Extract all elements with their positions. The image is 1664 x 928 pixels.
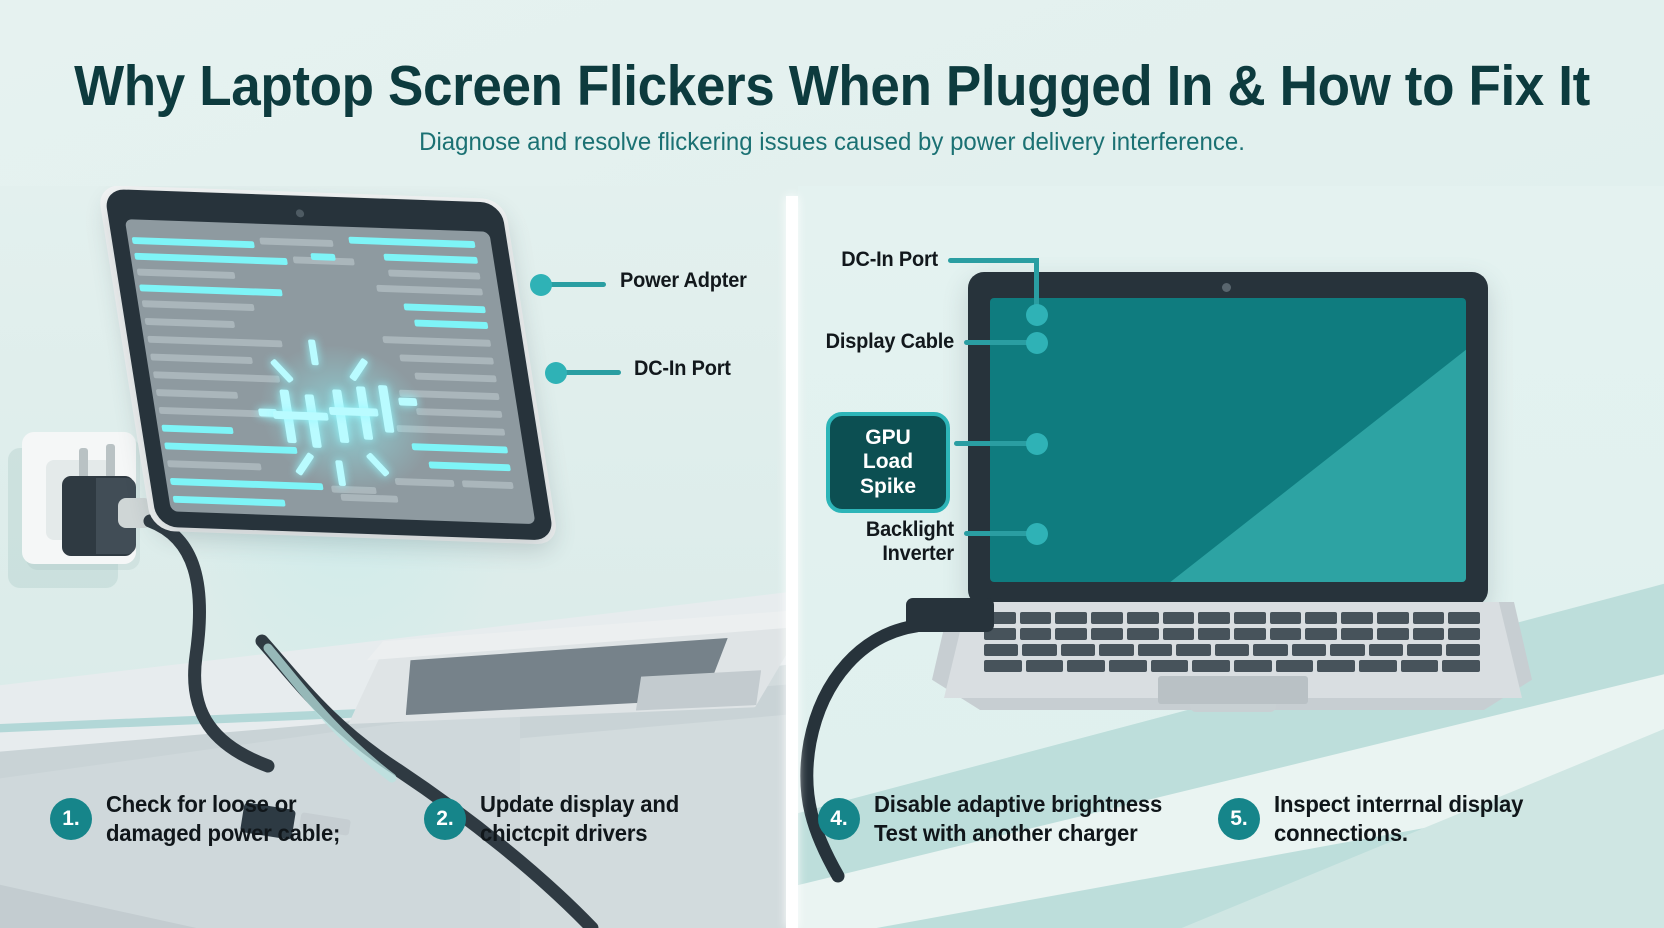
callout-label-dc-in-port-right: DC-In Port: [841, 248, 938, 271]
charger-plug-connector: [906, 598, 994, 632]
callout-leader-power-adapter: [548, 282, 606, 287]
step-4-line2: Test with another charger: [874, 820, 1138, 847]
callout-leader-dc-in-port-left: [563, 370, 621, 375]
screen-sheen: [1086, 298, 1466, 582]
callout-leader-backlight-inverter: [964, 531, 1034, 536]
callout-dot-dc-in-port-left[interactable]: [545, 362, 567, 384]
badge-line-2: Spike: [859, 474, 917, 498]
callout-label-display-cable: Display Cable: [825, 330, 955, 353]
webcam-icon: [1222, 283, 1231, 292]
step-5-text: Inspect interrnal display connections.: [1274, 790, 1523, 849]
laptop-right-trackpad: [1158, 676, 1308, 704]
step-4-line1: Disable adaptive brightness: [874, 791, 1163, 817]
plug-prong-right: [106, 444, 115, 478]
laptop-right-lip-notch: [1190, 704, 1276, 712]
callout-dot-backlight-inverter[interactable]: [1026, 523, 1048, 545]
laptop-right-screen: [990, 298, 1466, 582]
laptop-right-keyboard: [984, 612, 1481, 674]
callout-leader-vertical-dc-in: [1034, 258, 1039, 314]
step-4-number: 4.: [818, 798, 860, 841]
step-5-line1: Inspect interrnal display: [1274, 791, 1524, 817]
laptop-left: [56, 186, 594, 685]
right-charger-cable: [800, 619, 923, 883]
step-1: 1. Check for loose or damaged power cabl…: [50, 790, 350, 849]
callout-dot-power-adapter[interactable]: [530, 274, 552, 296]
callout-dot-gpu-load-spike[interactable]: [1026, 433, 1048, 455]
step-2-number: 2.: [424, 798, 466, 841]
badge-line-1: GPU Load: [862, 426, 914, 474]
power-cable-group: [143, 514, 599, 928]
callout-leader-display-cable: [964, 340, 1034, 345]
steps-row: 1. Check for loose or damaged power cabl…: [0, 768, 1664, 928]
header: Why Laptop Screen Flickers When Plugged …: [0, 0, 1664, 157]
step-5-number: 5.: [1218, 798, 1260, 841]
step-2-line2: chictcpit drivers: [480, 820, 648, 847]
callout-leader-dc-in-port-right: [948, 258, 1038, 263]
step-4-text: Disable adaptive brightness Test with an…: [874, 790, 1162, 849]
step-4: 4. Disable adaptive brightness Test with…: [818, 790, 1174, 849]
callout-label-backlight-line1: Backlight: [865, 518, 954, 541]
callout-dot-display-cable[interactable]: [1026, 332, 1048, 354]
page-title: Why Laptop Screen Flickers When Plugged …: [74, 54, 1590, 118]
step-2: 2. Update display and chictcpit drivers: [424, 790, 687, 849]
step-2-line1: Update display and: [480, 791, 679, 817]
left-panel: Power Adpter DC-In Port: [0, 186, 786, 928]
plug-prong-left: [79, 448, 88, 482]
callout-label-backlight-line2: Inverter: [882, 541, 954, 565]
flicker-burst: [235, 330, 456, 506]
step-1-text: Check for loose or damaged power cable;: [106, 790, 340, 849]
laptop-right-lid: [968, 272, 1488, 606]
step-1-line1: Check for loose or: [106, 791, 297, 817]
callout-leader-gpu-load-spike: [954, 441, 1034, 446]
step-1-line2: damaged power cable;: [106, 820, 341, 847]
laptop-left-screen: [124, 219, 536, 525]
step-5: 5. Inspect interrnal display connections…: [1218, 790, 1534, 849]
step-1-number: 1.: [50, 798, 92, 841]
callout-label-dc-in-port-left: DC-In Port: [634, 357, 731, 380]
laptop-right: [906, 272, 1532, 712]
callout-label-power-adapter: Power Adpter: [620, 269, 747, 292]
gpu-load-spike-badge: GPU Load Spike: [826, 412, 950, 514]
callout-dot-dc-in-port-right[interactable]: [1026, 304, 1048, 326]
page-subtitle: Diagnose and resolve flickering issues c…: [419, 128, 1245, 157]
callout-label-backlight-inverter: Backlight Inverter: [798, 518, 954, 565]
step-5-line2: connections.: [1274, 820, 1408, 847]
step-2-text: Update display and chictcpit drivers: [480, 790, 679, 849]
panel-divider: [786, 196, 798, 928]
